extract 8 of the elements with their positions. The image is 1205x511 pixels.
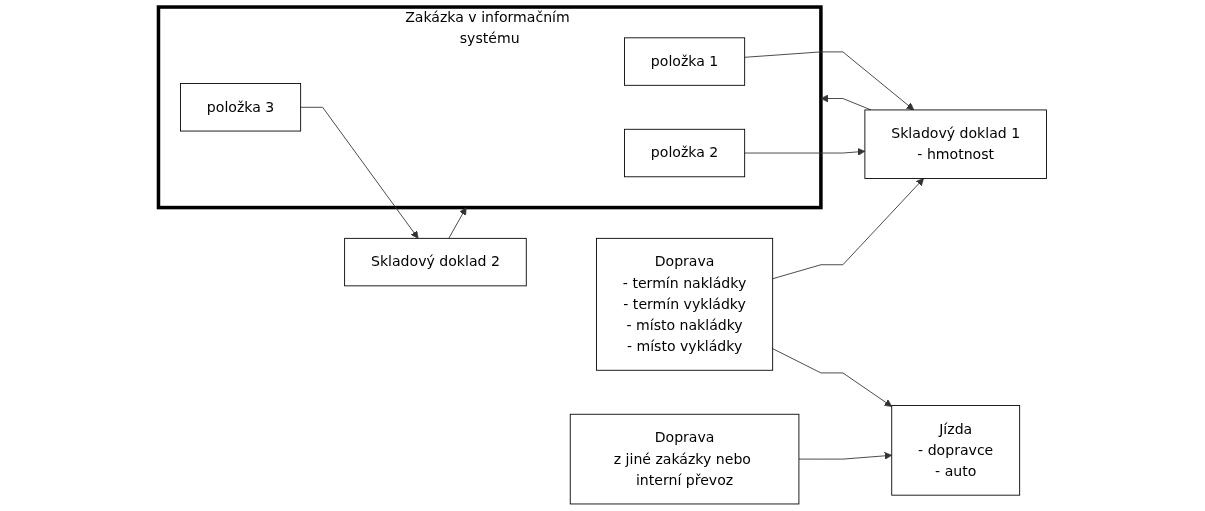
node-box: Jízda - dopravce - auto <box>891 405 1021 496</box>
node-box: Skladový doklad 1 - hmotnost <box>864 109 1047 179</box>
node-box: Doprava - termín nakládky - termín vykládky - místo nakládky - místo vykládky <box>596 237 774 371</box>
node-box: Skladový doklad 2 <box>344 237 527 287</box>
node-box: Doprava z jiné zakázky nebo interní převoz <box>569 413 800 505</box>
node-box: položka 2 <box>624 128 746 178</box>
node-box: položka 1 <box>624 37 746 86</box>
node-box: položka 3 <box>180 83 302 132</box>
